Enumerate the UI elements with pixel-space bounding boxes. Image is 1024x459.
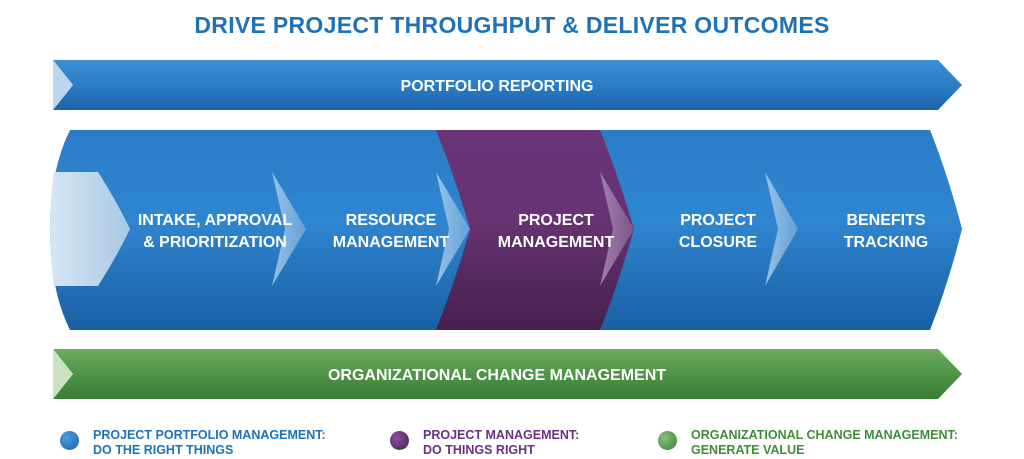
- legend-line1: ORGANIZATIONAL CHANGE MANAGEMENT:: [691, 428, 958, 442]
- stage-resource-management: RESOURCE MANAGEMENT: [248, 130, 470, 330]
- portfolio-reporting-banner: PORTFOLIO REPORTING: [53, 60, 962, 110]
- legend-item-portfolio-management: PROJECT PORTFOLIO MANAGEMENT: DO THE RIG…: [60, 428, 326, 458]
- green-dot-icon: [658, 431, 677, 450]
- stage-benefits-tracking: BENEFITS TRACKING: [742, 130, 962, 330]
- legend-line1: PROJECT PORTFOLIO MANAGEMENT:: [93, 428, 326, 442]
- change-management-label: ORGANIZATIONAL CHANGE MANAGEMENT: [328, 367, 666, 384]
- diagram-title: DRIVE PROJECT THROUGHPUT & DELIVER OUTCO…: [194, 12, 830, 38]
- stage-label-line2: CLOSURE: [679, 234, 758, 251]
- stage-label-line1: INTAKE, APPROVAL: [138, 212, 293, 229]
- stage-label-line1: RESOURCE: [346, 212, 437, 229]
- legend-text: PROJECT MANAGEMENT: DO THINGS RIGHT: [423, 428, 579, 458]
- portfolio-reporting-label: PORTFOLIO REPORTING: [401, 78, 594, 95]
- stage-label-line2: MANAGEMENT: [498, 234, 615, 251]
- legend-line2: DO THINGS RIGHT: [423, 443, 535, 457]
- legend-text: PROJECT PORTFOLIO MANAGEMENT: DO THE RIG…: [93, 428, 326, 458]
- stage-label-line1: BENEFITS: [846, 212, 925, 229]
- purple-dot-icon: [390, 431, 409, 450]
- legend-item-project-management: PROJECT MANAGEMENT: DO THINGS RIGHT: [390, 428, 579, 458]
- blue-dot-icon: [60, 431, 79, 450]
- change-management-banner: ORGANIZATIONAL CHANGE MANAGEMENT: [53, 349, 962, 399]
- stage-intake-approval: INTAKE, APPROVAL & PRIORITIZATION: [50, 130, 306, 330]
- stage-label-line1: PROJECT: [518, 212, 594, 229]
- stage-label-line2: TRACKING: [844, 234, 928, 251]
- stage-project-closure: PROJECT CLOSURE: [578, 130, 798, 330]
- stage-label-line2: MANAGEMENT: [333, 234, 450, 251]
- legend-text: ORGANIZATIONAL CHANGE MANAGEMENT: GENERA…: [691, 428, 958, 458]
- stage-project-management: PROJECT MANAGEMENT: [414, 130, 634, 330]
- stage-label-line2: & PRIORITIZATION: [143, 234, 287, 251]
- legend-item-change-management: ORGANIZATIONAL CHANGE MANAGEMENT: GENERA…: [658, 428, 958, 458]
- stage-label-line1: PROJECT: [680, 212, 756, 229]
- legend-line1: PROJECT MANAGEMENT:: [423, 428, 580, 442]
- legend-line2: DO THE RIGHT THINGS: [93, 443, 234, 457]
- legend-line2: GENERATE VALUE: [691, 443, 805, 457]
